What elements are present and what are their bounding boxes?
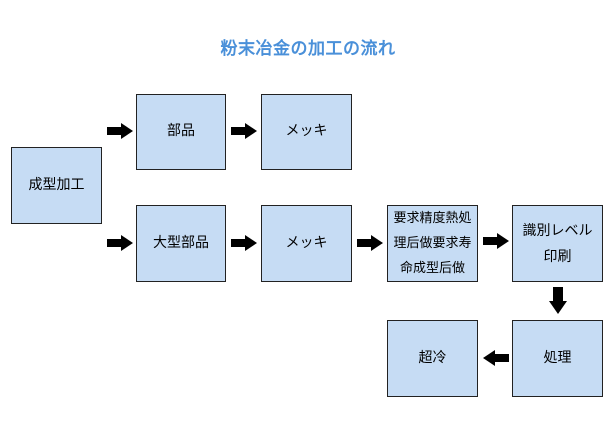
arrow-right-icon xyxy=(107,123,133,139)
diagram-title: 粉末冶金の加工の流れ xyxy=(220,39,396,59)
arrow-down-icon xyxy=(549,287,567,314)
node-plating-top: メッキ xyxy=(261,94,352,170)
arrow-left-icon xyxy=(483,350,509,366)
node-heat-treatment: 要求精度熱処理后做要求寿命成型后做 xyxy=(387,205,478,282)
node-marking: 識別レベル印刷 xyxy=(512,205,603,282)
node-forming: 成型加工 xyxy=(11,147,102,224)
arrow-right-icon xyxy=(483,233,509,249)
arrow-right-icon xyxy=(357,235,383,251)
node-treatment: 処理 xyxy=(512,320,603,397)
node-plating-bottom: メッキ xyxy=(261,205,352,282)
node-parts: 部品 xyxy=(136,94,226,170)
arrow-right-icon xyxy=(231,123,257,139)
node-large-parts: 大型部品 xyxy=(136,205,226,282)
arrow-right-icon xyxy=(107,235,133,251)
arrow-right-icon xyxy=(231,235,257,251)
node-subzero: 超冷 xyxy=(387,320,478,397)
